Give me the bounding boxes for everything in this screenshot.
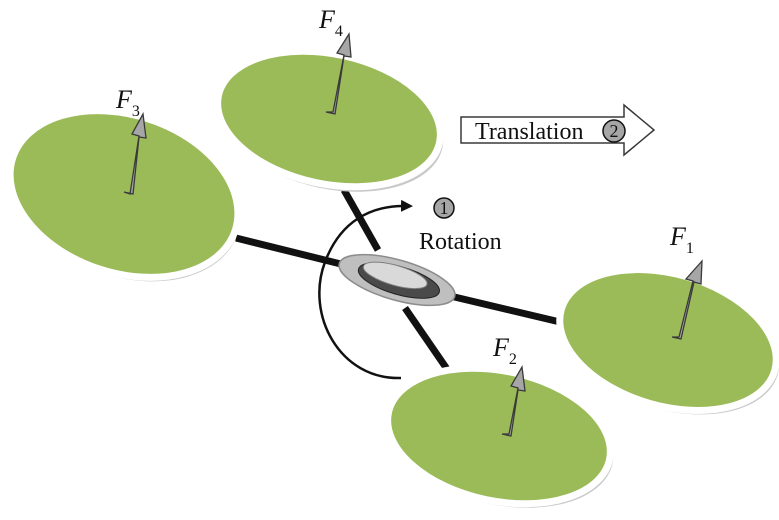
rotor-1: F1 bbox=[556, 222, 779, 415]
rotor-disk bbox=[384, 364, 614, 508]
rotor-disk bbox=[6, 107, 242, 281]
translation-label: Translation bbox=[475, 119, 583, 145]
rotor-3: F3 bbox=[6, 85, 242, 282]
rotation-label: Rotation bbox=[419, 229, 502, 255]
rotor-4: F4 bbox=[214, 5, 444, 192]
translation-indicator: Translation 2 bbox=[460, 103, 656, 157]
rotor-2: F2 bbox=[384, 333, 614, 508]
force-label-f3: F3 bbox=[115, 85, 140, 120]
rotation-number: 1 bbox=[440, 198, 449, 218]
rotation-number-marker bbox=[433, 197, 455, 219]
hub-cap bbox=[362, 261, 428, 290]
rotor-disk bbox=[556, 266, 779, 414]
central-hub bbox=[338, 253, 456, 307]
force-arrow-icon bbox=[501, 365, 526, 437]
arm-to-rotor-4 bbox=[340, 188, 382, 252]
translation-number-marker bbox=[602, 119, 626, 143]
force-label-f1: F1 bbox=[669, 222, 694, 257]
force-label-f4: F4 bbox=[318, 5, 343, 40]
force-arrow-icon bbox=[671, 259, 703, 340]
block-arrow-right-icon bbox=[460, 103, 656, 157]
rotation-indicator: 1 Rotation bbox=[318, 197, 502, 380]
translation-number: 2 bbox=[610, 121, 619, 141]
force-arrow-icon bbox=[123, 111, 147, 195]
force-label-f2: F2 bbox=[492, 333, 517, 368]
force-arrow-icon bbox=[325, 32, 352, 115]
rotor-disk bbox=[214, 47, 444, 191]
curved-arrow-icon bbox=[318, 199, 413, 380]
